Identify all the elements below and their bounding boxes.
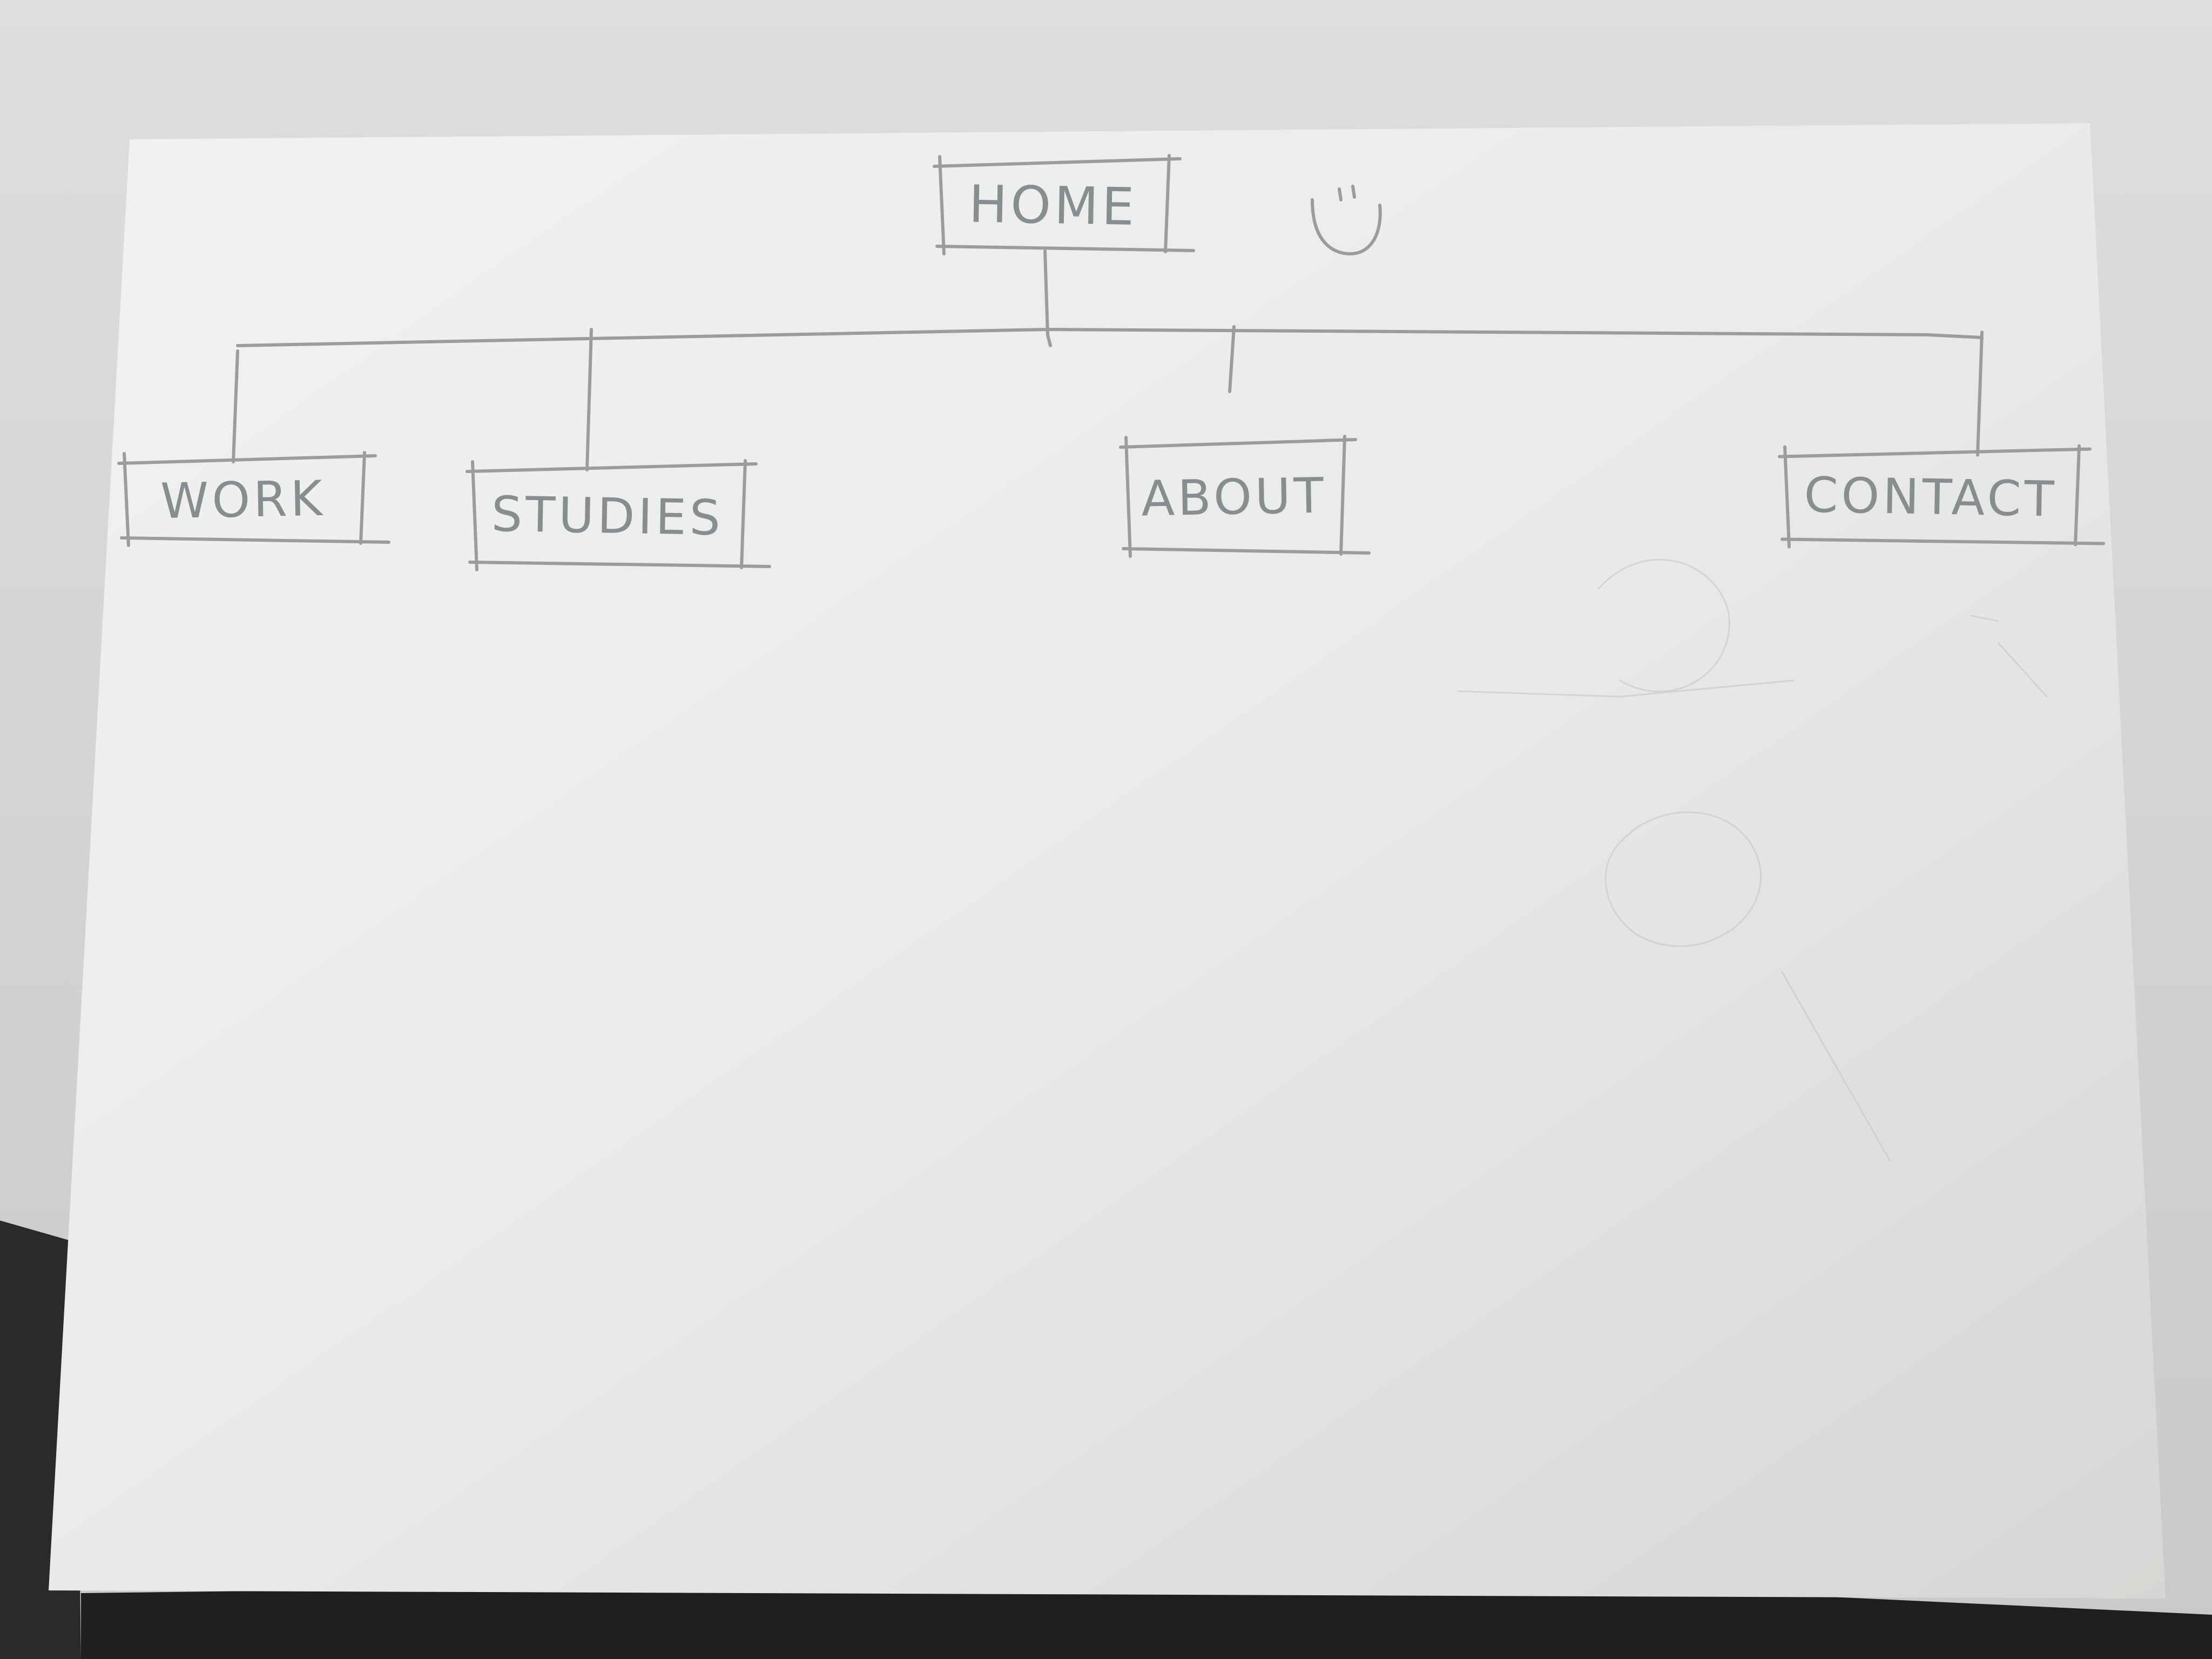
edge-trunk [1043,249,1052,347]
node-box [1119,435,1371,558]
edge-home-studies [585,328,593,471]
edge-home-work [232,349,239,463]
paper-sheet [49,123,2166,1599]
node-contact: CONTACT [1778,444,2105,549]
nodes: HOME WORK STUDIES ABOUT CONTACT [117,154,2105,571]
node-studies: STUDIES [466,459,771,571]
edge-bar [236,328,1984,347]
smiley-icon [1311,185,1382,255]
node-box [1778,444,2105,549]
desk-shadow-bottom [81,1577,2212,1659]
edges [232,249,1984,471]
node-about: ABOUT [1119,435,1371,558]
node-box [117,451,390,547]
node-label-work: WORK [160,470,326,530]
node-label-home: HOME [968,175,1138,237]
node-label-studies: STUDIES [491,486,724,547]
node-work: WORK [117,451,390,547]
erased-marks [1457,558,2048,1162]
node-home: HOME [933,154,1195,255]
node-label-about: ABOUT [1141,468,1327,528]
edge-home-about [1228,325,1236,393]
node-label-contact: CONTACT [1804,467,2058,528]
edge-home-contact [1976,331,1984,457]
node-box [466,459,771,571]
node-box [933,154,1195,255]
